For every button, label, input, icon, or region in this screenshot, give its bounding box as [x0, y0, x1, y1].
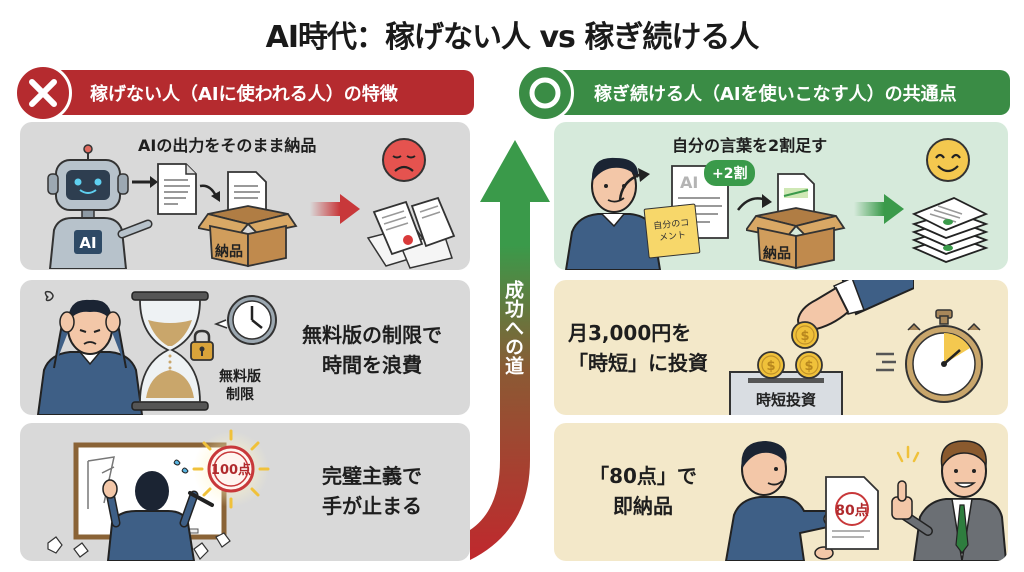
- svg-text:$: $: [800, 329, 809, 344]
- right-card-add-own-words: 自分の言葉を2割足す AI 自分のコメント +2割 納品: [554, 122, 1008, 270]
- card-text-line: 無料版の制限で: [302, 323, 442, 347]
- box-label: 納品: [763, 245, 791, 262]
- curved-arrow-icon: [618, 168, 650, 201]
- left-card-ai-output: AIの出力をそのまま納品 AI 納品: [20, 122, 470, 270]
- card-text-line: 手が止まる: [322, 494, 422, 518]
- left-card-free-plan: 無料版 制限 無料版の制限で 時間を浪費: [20, 280, 470, 415]
- robot-label: AI: [79, 234, 96, 252]
- stopwatch-icon: [876, 309, 983, 403]
- hourglass-icon: [131, 291, 209, 411]
- stressed-person-icon: [36, 290, 144, 415]
- success-path-arrow: [470, 140, 550, 560]
- sad-face-icon: [382, 138, 426, 182]
- right-header-label: 稼ぎ続ける人（AIを使いこなす人）の共通点: [594, 83, 957, 105]
- lock-icon: [190, 329, 214, 361]
- success-path-label: 成功への道: [502, 280, 524, 375]
- curved-arrow-icon: [737, 194, 772, 211]
- card-text-line: 「時短」に投資: [568, 351, 708, 375]
- sticky-note-label: 自分のコメント: [652, 218, 690, 244]
- card-text-line: 完璧主義で: [322, 464, 422, 488]
- red-arrow-icon: [310, 194, 360, 224]
- card-text: 月3,000円を 「時短」に投資: [568, 318, 718, 378]
- right-card-invest-time: 月3,000円を 「時短」に投資 時短投資 $ $ $: [554, 280, 1008, 415]
- sticky-note-icon: 自分のコメント: [643, 203, 701, 259]
- card-caption: 自分の言葉を2割足す: [672, 136, 828, 155]
- coin-icon: $: [757, 351, 785, 379]
- right-card-80-percent: 「80点」で 即納品 80点: [554, 423, 1008, 561]
- plus-20-percent-bubble: +2割: [704, 160, 756, 186]
- coin-icon: $: [791, 321, 819, 349]
- document-icon: [157, 163, 197, 215]
- box-label: 時短投資: [756, 391, 816, 409]
- stamp-label: 100点: [211, 462, 251, 478]
- robot-icon: AI: [47, 144, 153, 269]
- svg-text:$: $: [804, 359, 813, 374]
- scattered-documents-icon: [366, 196, 456, 269]
- left-header-label: 稼げない人（AIに使われる人）の特徴: [90, 83, 398, 105]
- box-icon: 納品: [746, 173, 846, 270]
- document-stack-icon: [911, 197, 989, 263]
- box-label: 納品: [215, 243, 243, 260]
- smile-face-icon: [926, 138, 970, 182]
- doc-label: AI: [680, 173, 698, 192]
- box-icon: 納品: [198, 171, 298, 268]
- svg-text:$: $: [766, 359, 775, 374]
- client-thumbs-up-icon: [891, 440, 1008, 561]
- card-text: 無料版の制限で 時間を浪費: [282, 320, 462, 380]
- cross-icon: [14, 64, 72, 122]
- clock-icon: [214, 295, 277, 345]
- circle-icon: [516, 64, 574, 122]
- card-text-line: 月3,000円を: [568, 321, 692, 345]
- card-text-line: 時間を浪費: [322, 353, 422, 377]
- green-arrow-icon: [854, 194, 904, 224]
- hourglass-label: 無料版 制限: [210, 368, 270, 404]
- card-text: 「80点」で 即納品: [568, 461, 718, 521]
- left-card-perfectionism: 100点 完璧主義で 手が止まる: [20, 423, 470, 561]
- card-text: 完璧主義で 手が止まる: [282, 461, 462, 521]
- person-at-whiteboard-icon: [47, 442, 231, 561]
- crumpled-paper-icon: [47, 532, 231, 560]
- document-icon: 80点: [825, 476, 879, 550]
- arrow-right-icon: [132, 176, 158, 188]
- card-text-line: 「80点」で: [589, 464, 697, 488]
- stamp-label: 80点: [835, 502, 868, 519]
- person-icon: [564, 157, 662, 270]
- left-header: 稼げない人（AIに使われる人）の特徴: [44, 70, 474, 115]
- stamp-icon: 100点: [192, 429, 270, 509]
- coin-icon: $: [795, 351, 823, 379]
- hourglass-label-line: 無料版: [219, 369, 261, 385]
- hourglass-label-line: 制限: [226, 387, 254, 403]
- hand-coin-icon: 時短投資: [729, 280, 914, 415]
- curved-arrow-icon: [199, 184, 220, 202]
- right-header: 稼ぎ続ける人（AIを使いこなす人）の共通点: [548, 70, 1010, 115]
- card-text-line: 即納品: [613, 494, 673, 518]
- page-title: AI時代：稼げない人 vs 稼ぎ続ける人: [265, 20, 760, 55]
- card-caption: AIの出力をそのまま納品: [138, 136, 317, 155]
